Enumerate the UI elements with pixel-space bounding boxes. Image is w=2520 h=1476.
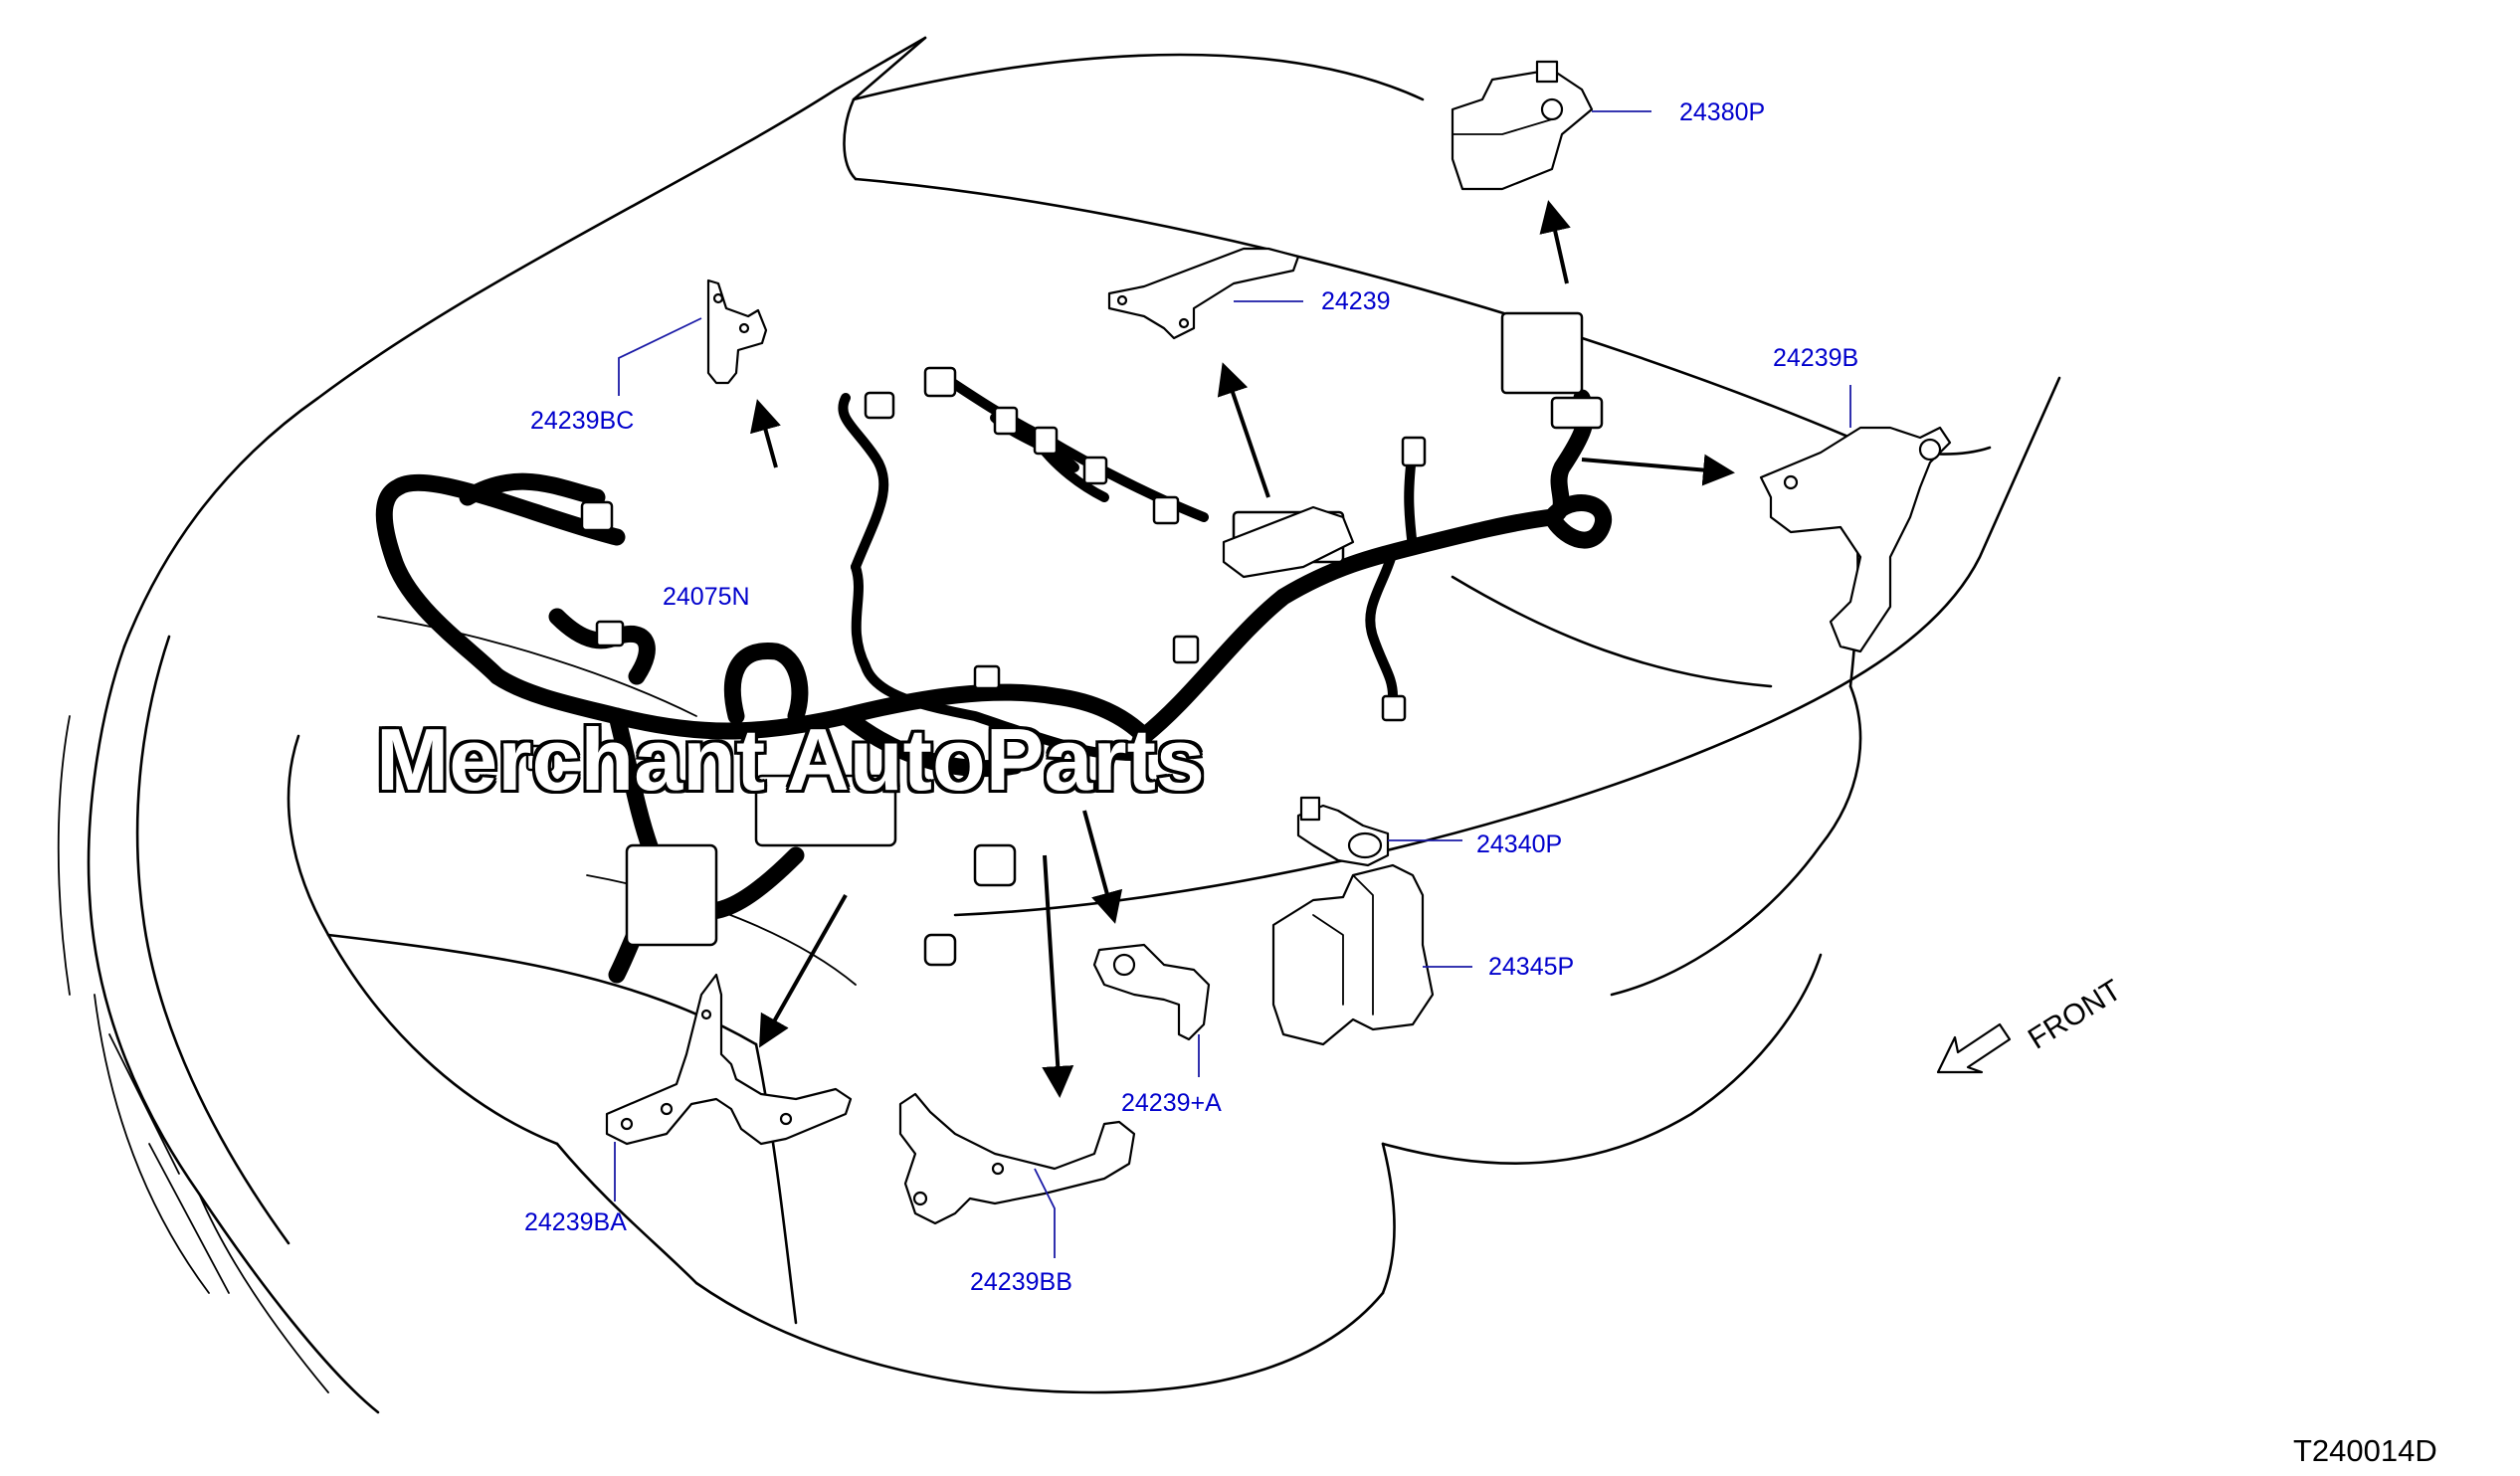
harness-connectors (525, 311, 1604, 967)
vehicle-body-outline (57, 36, 2061, 1414)
label-24340P: 24340P (1476, 830, 1563, 858)
label-24239BA: 24239BA (524, 1208, 627, 1236)
part-24239-bracket (1107, 247, 1303, 340)
harness-bracket-24239-mounted (1222, 505, 1355, 579)
front-direction-icon (1936, 1022, 2012, 1074)
label-24239BC: 24239BC (530, 407, 635, 435)
part-24345P-fuse-cover (1271, 863, 1472, 1046)
part-24239BA-bracket (605, 973, 853, 1201)
label-24075N: 24075N (663, 583, 750, 611)
label-24380P: 24380P (1679, 98, 1766, 126)
part-24340P-battery-terminal (1296, 796, 1462, 867)
label-24239plusA: 24239+A (1121, 1089, 1222, 1117)
part-24380P-fusible-link (1451, 60, 1651, 191)
drawing-number: T240014D (2293, 1433, 2437, 1468)
part-24239B-bracket (1759, 385, 1952, 653)
label-24239: 24239 (1321, 287, 1391, 315)
watermark-text: Merchant AutoParts (376, 710, 1205, 809)
label-24239BB: 24239BB (970, 1268, 1072, 1296)
direction-arrows (750, 200, 1735, 1098)
part-24239plusA-bracket (1092, 943, 1211, 1077)
part-24239BC-bracket (618, 278, 768, 396)
label-24345P: 24345P (1488, 953, 1575, 981)
part-24239BB-bracket (898, 1092, 1136, 1258)
label-24239B: 24239B (1773, 344, 1859, 372)
